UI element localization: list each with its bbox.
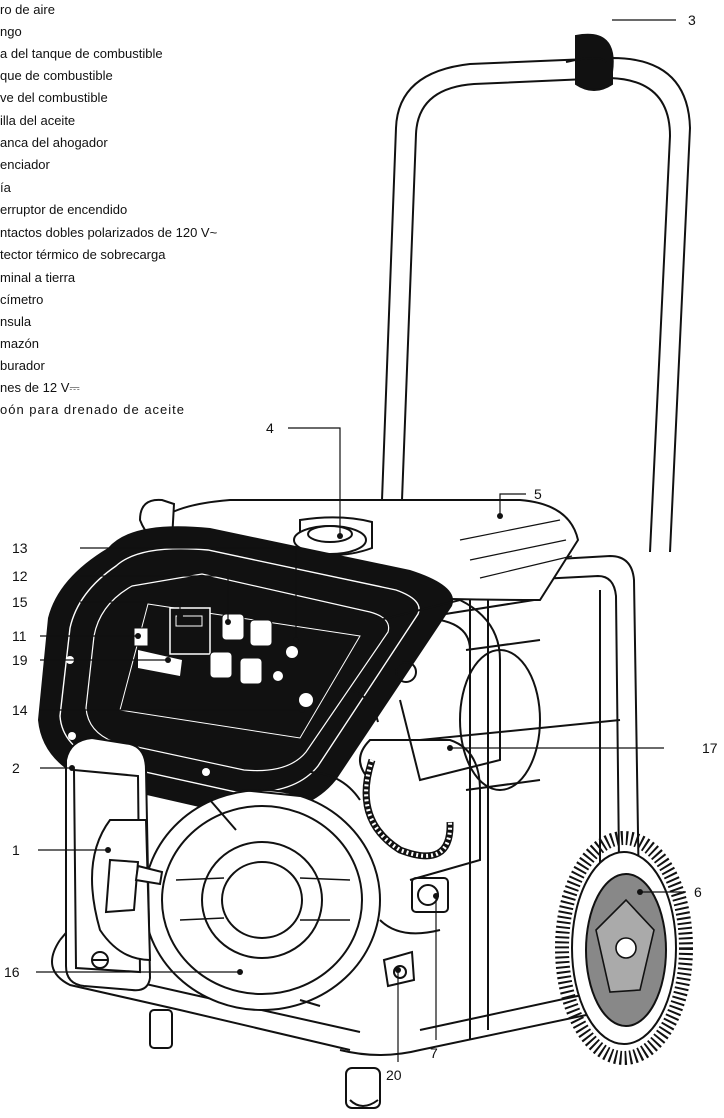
- legend-label: tector térmico de sobrecarga: [0, 247, 166, 262]
- leader-lines: [36, 19, 686, 1062]
- legend-item: 17burador: [0, 358, 45, 374]
- callout-12: 12: [12, 568, 28, 584]
- legend-label: ía: [0, 180, 11, 195]
- callout-7: 7: [430, 1045, 438, 1061]
- legend-label: erruptor de encendido: [0, 202, 128, 217]
- legend-label: ntactos dobles polarizados de 120 V~: [0, 225, 218, 240]
- legend-label: anca del ahogador: [0, 135, 108, 150]
- legend-label: címetro: [0, 292, 44, 307]
- legend-item: 3a del tanque de combustible: [0, 46, 163, 62]
- handle-frame: [381, 33, 692, 553]
- callout-13: 13: [12, 540, 28, 556]
- callout-20: 20: [386, 1067, 402, 1083]
- callout-11: 11: [12, 628, 27, 644]
- callout-2: 2: [12, 760, 20, 776]
- legend-label: nsula: [0, 314, 32, 329]
- legend-item: 19oón para drenado de aceite: [0, 402, 185, 418]
- air-filter-box: [65, 736, 164, 992]
- legend-item: 11ntactos dobles polarizados de 120 V~: [0, 225, 217, 241]
- legend-label: illa del aceite: [0, 113, 76, 128]
- legend-item: 15nsula: [0, 314, 31, 330]
- callout-19: 19: [12, 652, 28, 668]
- legend-item: 13minal a tierra: [0, 270, 75, 286]
- legend-label: burador: [0, 358, 45, 373]
- legend-label: que de combustible: [0, 68, 113, 83]
- legend-item: 14címetro: [0, 292, 43, 308]
- legend-item: 5ve del combustible: [0, 90, 108, 106]
- legend-label: mazón: [0, 336, 40, 351]
- legend-item: 7anca del ahogador: [0, 135, 108, 151]
- legend-label: ve del combustible: [0, 90, 108, 105]
- legend-label: ro de aire: [0, 2, 55, 17]
- legend-label: enciador: [0, 157, 50, 172]
- callout-16: 16: [4, 964, 20, 980]
- alternator: [459, 639, 541, 791]
- callout-4: 4: [266, 420, 274, 436]
- recoil-starter: [143, 789, 381, 1011]
- legend-item: 6illa del aceite: [0, 113, 75, 129]
- callout-3: 3: [688, 12, 696, 28]
- legend-item: 12tector térmico de sobrecarga: [0, 247, 165, 263]
- legend-item: 10erruptor de encendido: [0, 202, 127, 218]
- callout-17: 17: [702, 740, 718, 756]
- legend-item: 2ngo: [0, 24, 22, 40]
- callout-labels: 3 4 5 13 12 15 11 19 17 14 6 2 1 16 7 20: [4, 12, 718, 1083]
- legend-label: ngo: [0, 24, 22, 39]
- callout-6: 6: [694, 884, 702, 900]
- callout-14: 14: [12, 702, 28, 718]
- legend-item: 4que de combustible: [0, 68, 113, 84]
- callout-5: 5: [534, 486, 542, 502]
- wheel: [555, 831, 693, 1065]
- legend-label: nes de 12 V⎓: [0, 380, 80, 395]
- legend-item: 16mazón: [0, 336, 39, 352]
- legend-label: a del tanque de combustible: [0, 46, 163, 61]
- legend-label: oón para drenado de aceite: [0, 402, 186, 417]
- legend-item: 18nes de 12 V⎓: [0, 380, 80, 396]
- legend-item: 1ro de aire: [0, 2, 55, 18]
- legend-item: 8enciador: [0, 157, 50, 173]
- legend-item: 9ía: [0, 180, 11, 196]
- callout-15: 15: [12, 594, 28, 610]
- legend-label: minal a tierra: [0, 270, 76, 285]
- callout-1: 1: [12, 842, 20, 858]
